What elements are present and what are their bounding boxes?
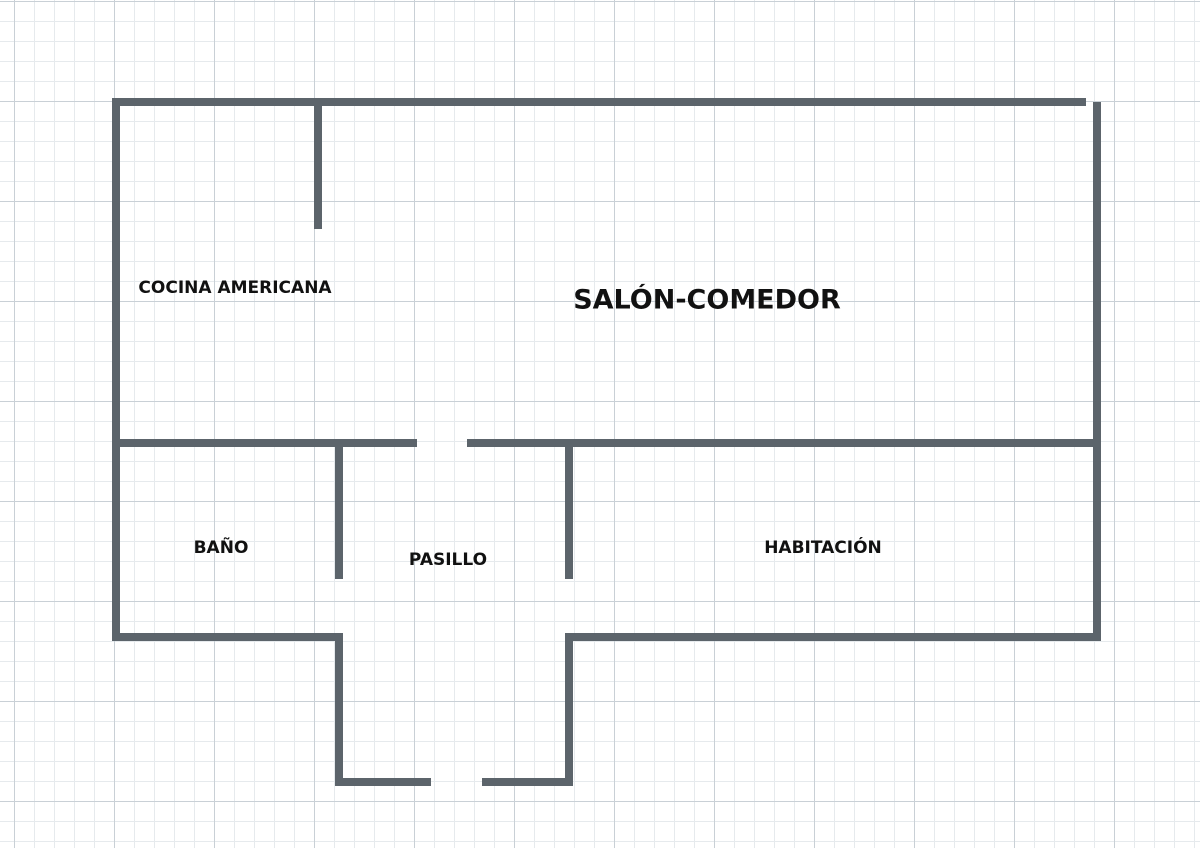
wall-bottom-right	[482, 633, 1101, 786]
room-label-pasillo: PASILLO	[408, 550, 488, 570]
room-label-cocina: COCINA AMERICANA	[138, 278, 332, 298]
room-label-salon: SALÓN-COMEDOR	[573, 284, 841, 316]
room-label-habitacion: HABITACIÓN	[764, 538, 882, 558]
room-label-bano: BAÑO	[193, 538, 249, 558]
wall-bottom-left	[112, 633, 431, 786]
